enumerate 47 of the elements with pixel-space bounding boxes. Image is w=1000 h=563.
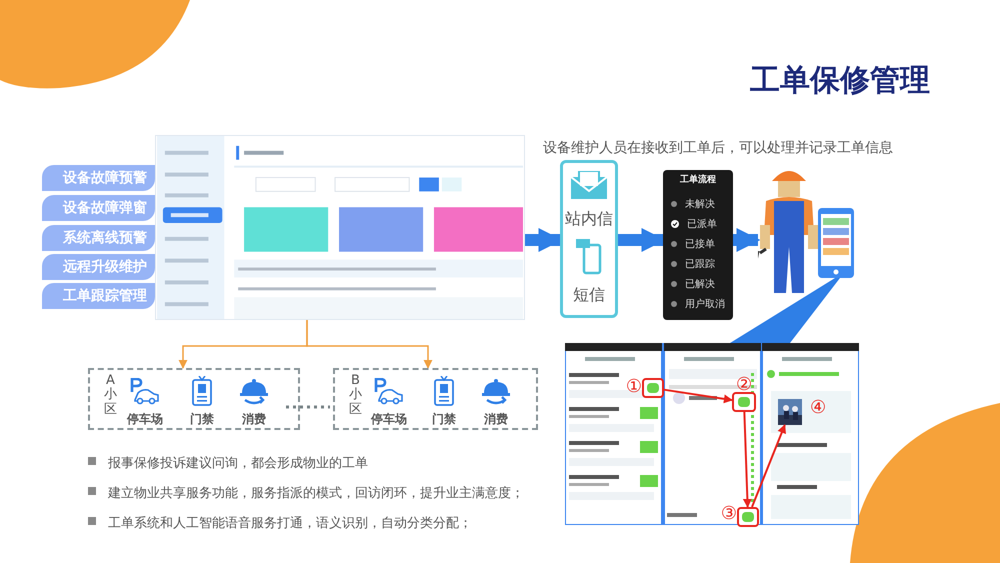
bullet-text: 报事保修投诉建议问询，都会形成物业的工单 <box>108 455 368 473</box>
arrow <box>525 228 562 252</box>
bullet-text: 工单系统和人工智能语音服务打通，语义识别，自动分类分配； <box>108 515 472 533</box>
status-label: 已接单 <box>685 238 715 252</box>
community-group <box>333 368 538 430</box>
menu-tab <box>42 254 155 280</box>
arrow <box>742 412 752 508</box>
node-label: 短信 <box>573 284 605 306</box>
callout-number: ① <box>626 378 642 396</box>
status-label: 未解决 <box>685 198 715 212</box>
menu-tab <box>42 195 155 221</box>
status-label: 已派单 <box>687 218 717 232</box>
arrow <box>664 388 733 404</box>
notification-panel <box>560 160 618 318</box>
description-text: 设备维护人员在接收到工单后，可以处理并记录工单信息 <box>543 139 893 158</box>
community-group <box>88 368 300 430</box>
menu-tab <box>42 165 155 191</box>
workflow-phone <box>663 170 733 320</box>
status-label: 已解决 <box>685 278 715 292</box>
group-label: A小区 <box>104 374 117 417</box>
item-label: 消费 <box>242 411 266 428</box>
callout-number: ② <box>736 376 752 394</box>
tab-label: 系统离线预警 <box>63 228 147 248</box>
item-label: 门禁 <box>432 411 456 428</box>
item-label: 停车场 <box>371 411 407 428</box>
panel-heading: 工单流程 <box>680 174 716 187</box>
status-label: 已跟踪 <box>685 258 715 272</box>
bullet-text: 建立物业共享服务功能，服务指派的模式，回访闭环，提升业主满意度； <box>108 485 524 503</box>
group-label: B小区 <box>349 374 362 417</box>
tab-label: 设备故障弹窗 <box>63 198 147 218</box>
tab-label: 远程升级维护 <box>63 258 147 276</box>
arrow <box>751 424 786 508</box>
arrow <box>618 228 666 252</box>
item-label: 门禁 <box>190 411 214 428</box>
node-label: 站内信 <box>565 208 613 230</box>
callout-number: ④ <box>810 399 826 417</box>
menu-tab <box>42 283 155 309</box>
menu-tab <box>42 225 155 251</box>
page-title: 工单保修管理 <box>750 62 930 100</box>
status-label: 用户取消 <box>685 298 725 312</box>
item-label: 消费 <box>484 411 508 428</box>
arrow <box>306 320 432 369</box>
tab-label: 设备故障预警 <box>63 168 147 188</box>
callout-number: ③ <box>720 505 737 523</box>
arrow <box>733 228 760 252</box>
item-label: 停车场 <box>127 411 163 428</box>
tab-label: 工单跟踪管理 <box>63 286 147 306</box>
